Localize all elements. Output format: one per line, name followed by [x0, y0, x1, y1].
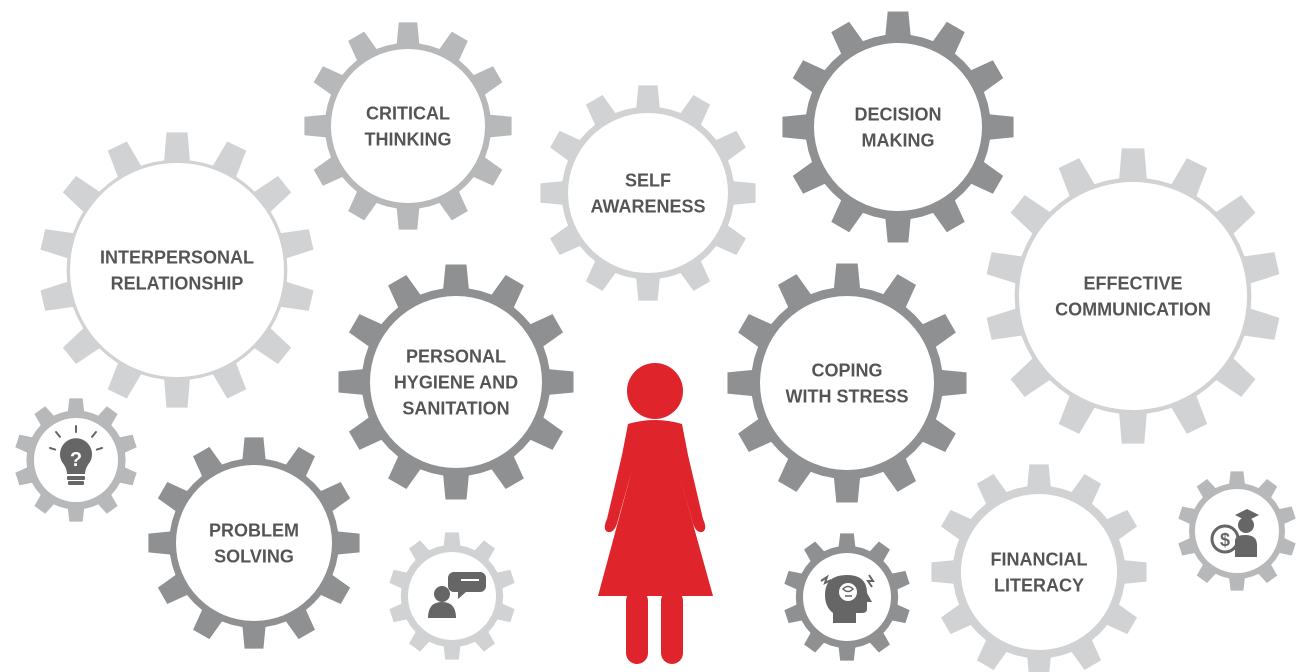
- gear-critical-thinking-hub: [331, 49, 485, 203]
- gear-label-financial-literacy-1: LITERACY: [994, 575, 1084, 595]
- gear-label-critical-thinking-1: THINKING: [365, 129, 452, 149]
- svg-text:?: ?: [70, 449, 82, 471]
- gear-label-problem-solving-0: PROBLEM: [209, 520, 299, 540]
- gear-financial-literacy-hub: [961, 494, 1117, 650]
- gear-personal-hygiene-hub: [370, 296, 542, 468]
- gear-interpersonal-relationship: INTERPERSONAL RELATIONSHIP: [40, 132, 314, 408]
- gear-coping-with-stress: COPING WITH STRESS: [727, 263, 967, 503]
- gear-label-interpersonal-relationship-1: RELATIONSHIP: [111, 273, 244, 293]
- gear-finance-grad: $: [1178, 471, 1296, 591]
- lightbulb-question-icon: ?: [49, 425, 103, 485]
- gear-decision-making-hub: [814, 43, 982, 211]
- gear-personal-hygiene: PERSONAL HYGIENE AND SANITATION: [338, 264, 574, 500]
- gear-stress-head: [784, 533, 910, 661]
- gear-effective-communication-hub: [1019, 182, 1247, 410]
- gear-coping-with-stress-hub: [760, 296, 934, 470]
- gear-label-coping-with-stress-1: WITH STRESS: [785, 386, 908, 406]
- gear-label-decision-making-1: MAKING: [862, 130, 935, 150]
- gear-label-personal-hygiene-0: PERSONAL: [406, 346, 506, 366]
- gear-label-decision-making-0: DECISION: [854, 104, 941, 124]
- gear-label-self-awareness-0: SELF: [625, 170, 671, 190]
- gear-label-problem-solving-1: SOLVING: [214, 546, 294, 566]
- gear-label-effective-communication-1: COMMUNICATION: [1055, 299, 1211, 319]
- gear-financial-literacy: FINANCIAL LITERACY: [931, 464, 1147, 672]
- gear-problem-solving-hub: [176, 465, 332, 621]
- gear-self-awareness: SELF AWARENESS: [540, 85, 756, 301]
- gear-label-financial-literacy-0: FINANCIAL: [991, 549, 1088, 569]
- person-speech-icon: [428, 572, 486, 618]
- gear-label-coping-with-stress-0: COPING: [811, 360, 882, 380]
- gear-label-interpersonal-relationship-0: INTERPERSONAL: [100, 247, 254, 267]
- gear-decision-making: DECISION MAKING: [782, 11, 1014, 243]
- stressed-head-icon: [820, 574, 875, 623]
- gear-label-personal-hygiene-2: SANITATION: [402, 398, 509, 418]
- gear-label-personal-hygiene-1: HYGIENE AND: [394, 372, 518, 392]
- gear-speech-hub: [408, 552, 496, 640]
- gear-problem-solving: PROBLEM SOLVING: [148, 437, 360, 649]
- gear-critical-thinking: CRITICAL THINKING: [304, 22, 512, 230]
- gear-speech: [389, 532, 515, 660]
- gear-label-self-awareness-1: AWARENESS: [590, 196, 705, 216]
- gear-interpersonal-relationship-hub: [70, 163, 284, 377]
- gear-idea: ?: [15, 398, 137, 522]
- gear-label-effective-communication-0: EFFECTIVE: [1083, 273, 1182, 293]
- svg-text:$: $: [1220, 530, 1230, 550]
- gear-self-awareness-hub: [568, 113, 728, 273]
- woman-figure-icon: [598, 363, 713, 664]
- gear-label-critical-thinking-0: CRITICAL: [366, 103, 450, 123]
- gear-effective-communication: EFFECTIVE COMMUNICATION: [986, 148, 1280, 444]
- graduate-dollar-icon: $: [1210, 509, 1259, 557]
